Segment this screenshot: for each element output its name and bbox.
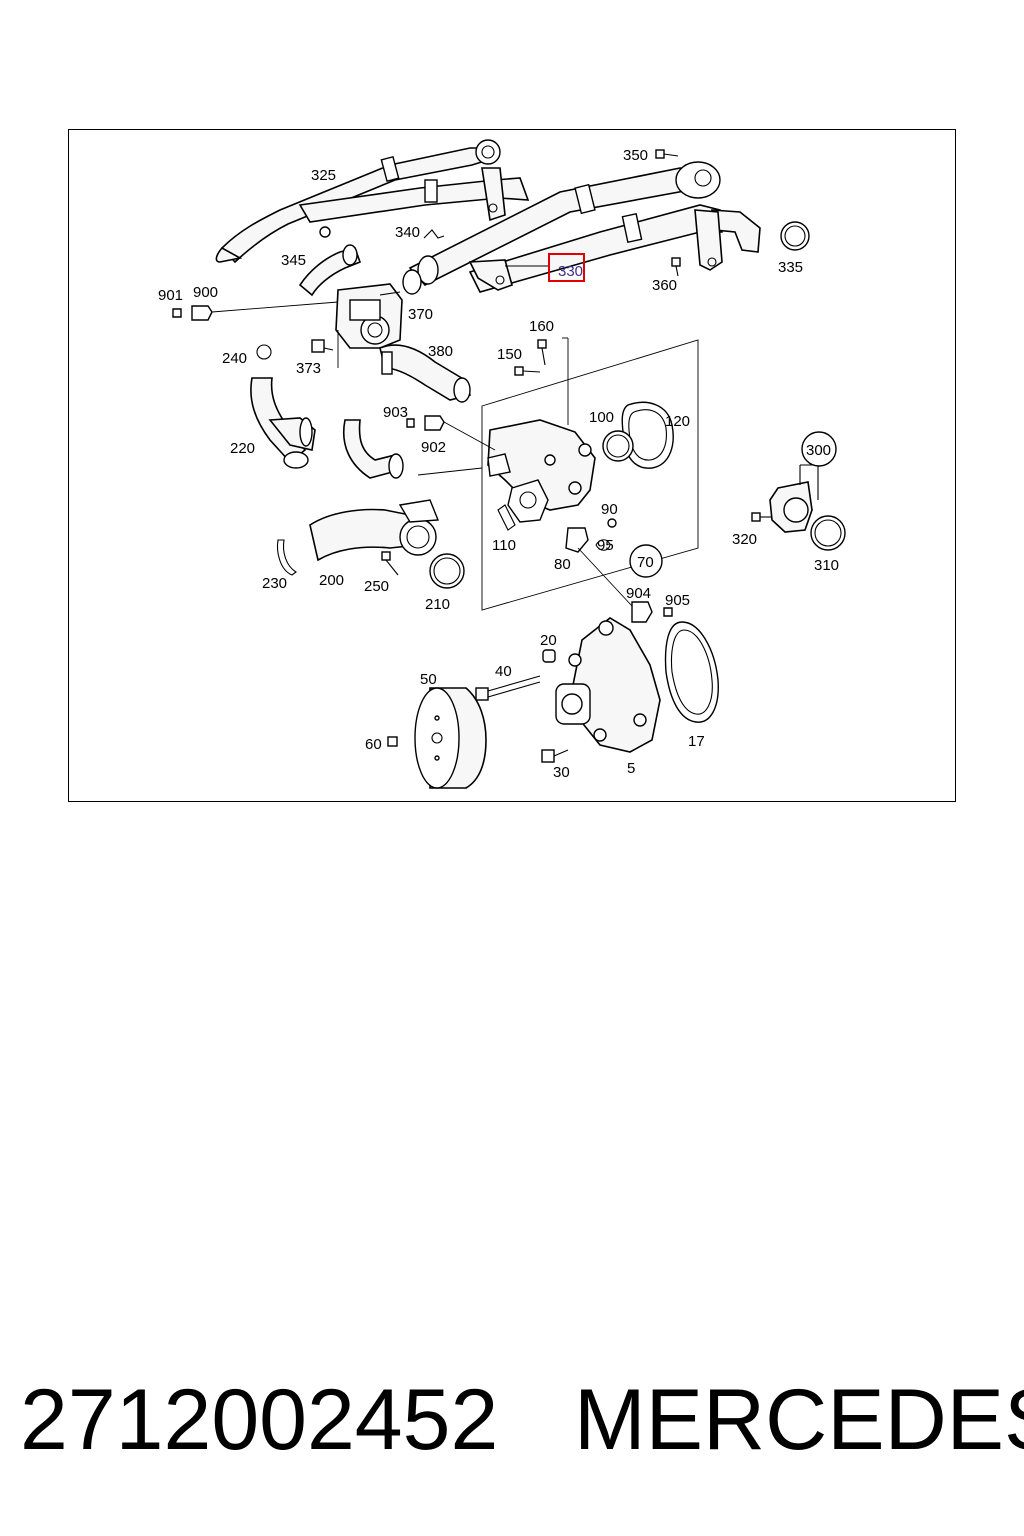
dowel-20	[542, 649, 556, 663]
label-50: 50	[420, 671, 437, 688]
plug-905	[663, 607, 673, 617]
clip-340	[423, 229, 445, 239]
label-110: 110	[492, 537, 516, 554]
label-17: 17	[688, 733, 705, 750]
bolt-60	[387, 736, 398, 747]
label-230: 230	[262, 575, 287, 592]
bolt-160	[537, 339, 547, 366]
assembly-group-outline	[481, 339, 699, 611]
coolant-pipe-325	[215, 139, 530, 264]
label-210: 210	[425, 596, 450, 613]
water-pump-housing	[487, 419, 596, 523]
sensor-902	[406, 415, 445, 431]
water-pump-5	[555, 617, 661, 753]
label-373: 373	[296, 360, 321, 377]
hose-200	[309, 419, 440, 562]
label-40: 40	[495, 663, 512, 680]
label-150: 150	[497, 346, 522, 363]
sensor-904	[631, 601, 653, 623]
o-ring-210	[429, 553, 465, 589]
pulley-50	[414, 687, 487, 789]
coolant-pipe-330	[402, 161, 761, 295]
part-labels: 325 350 335 340 345 330 360 901 900 370 …	[158, 147, 839, 781]
label-320: 320	[732, 531, 757, 548]
washer-90	[607, 518, 617, 528]
label-340: 340	[395, 224, 420, 241]
callout-circle-300	[801, 431, 837, 467]
label-90: 90	[601, 501, 618, 518]
label-380: 380	[428, 343, 453, 360]
o-ring-310	[810, 515, 846, 551]
sensor-900	[172, 305, 213, 321]
label-360: 360	[652, 277, 677, 294]
label-345: 345	[281, 252, 306, 269]
label-80: 80	[554, 556, 571, 573]
label-200: 200	[319, 572, 344, 589]
bolt-250	[381, 551, 399, 576]
label-335: 335	[778, 259, 803, 276]
part-number: 2712002452	[20, 1372, 499, 1468]
gasket-120	[621, 401, 674, 469]
label-250: 250	[364, 578, 389, 595]
gasket-17	[664, 621, 719, 723]
label-325: 325	[311, 167, 336, 184]
callout-circle-70	[629, 544, 663, 578]
label-901: 901	[158, 287, 183, 304]
leader-lines	[211, 265, 818, 607]
label-100: 100	[589, 409, 614, 426]
label-70: 70	[637, 554, 654, 571]
thermostat-300	[769, 465, 819, 533]
bolt-373	[311, 339, 334, 353]
clamp-240	[256, 344, 272, 360]
bolt-320	[751, 512, 772, 522]
label-220: 220	[230, 440, 255, 457]
bolt-30	[541, 749, 569, 763]
hose-345	[298, 244, 362, 297]
label-240: 240	[222, 350, 247, 367]
bolt-350	[655, 149, 679, 159]
brand-name: MERCEDES	[574, 1372, 1024, 1468]
o-ring-100	[602, 430, 634, 462]
label-120: 120	[665, 413, 690, 430]
label-300: 300	[806, 442, 831, 459]
o-ring-335	[780, 221, 810, 251]
clip-110	[497, 504, 516, 531]
label-902: 902	[421, 439, 446, 456]
label-350: 350	[623, 147, 648, 164]
footer-caption: 2712002452 MERCEDES	[0, 1360, 1024, 1480]
label-903: 903	[383, 404, 408, 421]
label-905: 905	[665, 592, 690, 609]
gasket-230	[276, 539, 297, 576]
sensor-80	[565, 527, 589, 553]
hose-220	[250, 377, 316, 469]
diagram-frame	[68, 129, 956, 802]
label-160: 160	[529, 318, 554, 335]
label-310: 310	[814, 557, 839, 574]
label-370: 370	[408, 306, 433, 323]
bolt-150	[514, 366, 541, 376]
clip-95	[595, 539, 611, 551]
highlight-box	[548, 253, 585, 282]
bolt-40	[475, 675, 541, 701]
thermostat-housing-370	[335, 283, 403, 349]
bolt-360	[671, 257, 681, 277]
label-330: 330	[558, 263, 583, 280]
hose-380	[379, 344, 472, 403]
label-60: 60	[365, 736, 382, 753]
label-95: 95	[597, 537, 614, 554]
label-5: 5	[627, 760, 635, 777]
label-20: 20	[540, 632, 557, 649]
label-30: 30	[553, 764, 570, 781]
label-904: 904	[626, 585, 651, 602]
label-900: 900	[193, 284, 218, 301]
